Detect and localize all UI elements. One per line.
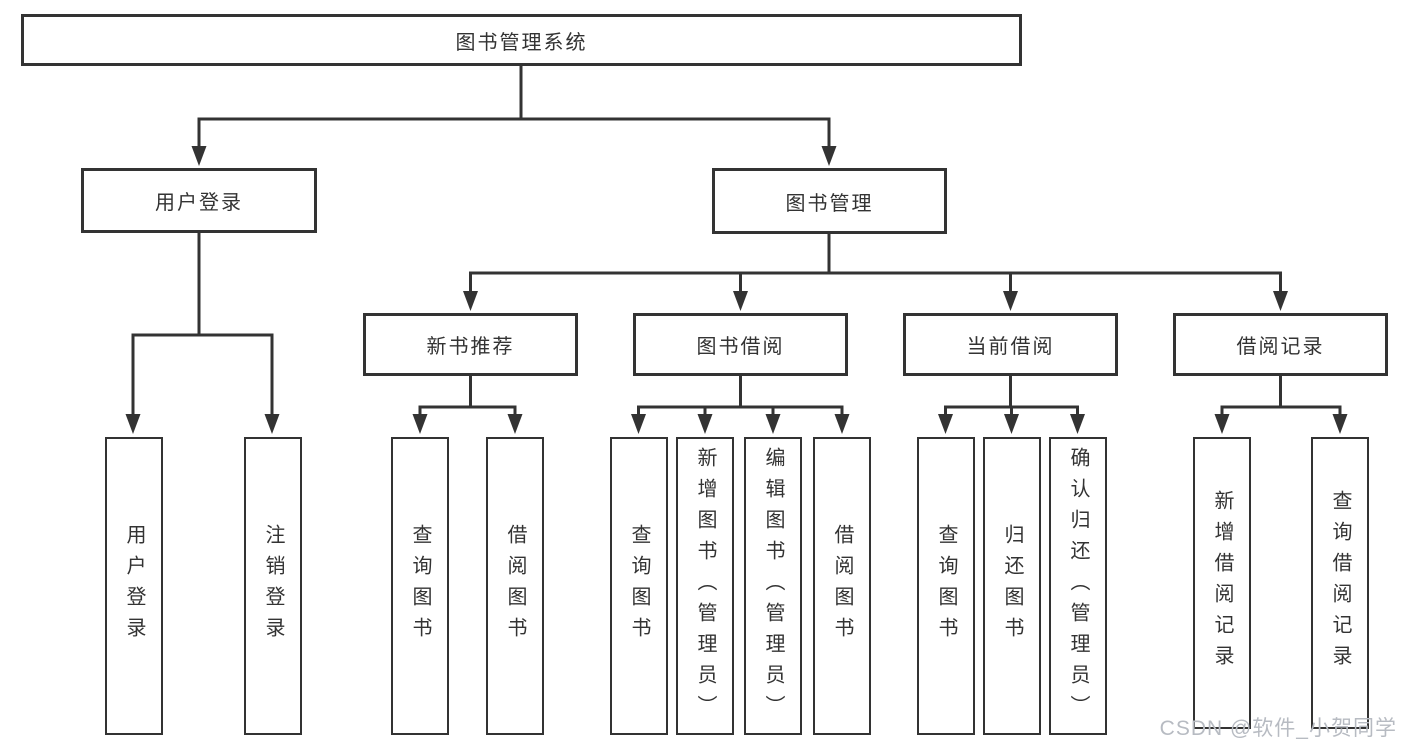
arrow-down-icon: [125, 414, 141, 434]
node-book-management: 图书管理: [712, 168, 947, 234]
arrow-down-icon: [1004, 414, 1019, 434]
arrow-down-icon: [697, 414, 713, 434]
leaf-query-books-1: 查询图书: [391, 437, 449, 735]
leaf-edit-books-admin: 编辑图书（管理员）: [744, 437, 802, 735]
connector-line: [637, 405, 844, 416]
leaf-label: 新增图书（管理员）: [694, 446, 716, 726]
leaf-label: 借阅图书: [504, 524, 526, 648]
leaf-logout: 注销登录: [244, 437, 302, 735]
arrow-down-icon: [1070, 414, 1085, 434]
arrow-down-icon: [1003, 291, 1018, 311]
arrow-down-icon: [507, 414, 523, 434]
connector-line: [1220, 405, 1342, 416]
leaf-add-books-admin: 新增图书（管理员）: [676, 437, 734, 735]
leaf-label: 注销登录: [262, 524, 284, 648]
connector-line: [418, 405, 517, 416]
node-label: 图书借阅: [696, 336, 785, 358]
node-user-login: 用户登录: [81, 168, 317, 233]
node-label: 图书管理: [785, 192, 874, 215]
node-new-book-recommendation: 新书推荐: [363, 313, 578, 376]
arrow-down-icon: [733, 291, 748, 311]
arrow-down-icon: [631, 414, 646, 434]
leaf-label: 新增借阅记录: [1211, 490, 1233, 676]
arrow-down-icon: [191, 146, 207, 166]
leaf-label: 查询图书: [628, 524, 650, 648]
leaf-borrow-books-2: 借阅图书: [813, 437, 871, 735]
leaf-query-books-2: 查询图书: [610, 437, 668, 735]
arrow-down-icon: [412, 414, 428, 434]
node-book-borrowing: 图书借阅: [633, 313, 848, 376]
arrow-down-icon: [938, 414, 953, 434]
node-label: 当前借阅: [966, 336, 1055, 358]
leaf-label: 用户登录: [123, 524, 145, 648]
leaf-label: 编辑图书（管理员）: [762, 446, 784, 726]
arrow-down-icon: [264, 414, 280, 434]
leaf-return-books: 归还图书: [983, 437, 1041, 735]
arrow-down-icon: [1332, 414, 1348, 434]
leaf-label: 确认归还（管理员）: [1067, 446, 1089, 726]
arrow-down-icon: [463, 291, 478, 311]
node-label: 图书管理系统: [455, 31, 588, 54]
connector-line: [469, 271, 1282, 293]
connector-line: [131, 333, 274, 416]
watermark-text: CSDN @软件_小贺同学: [1159, 717, 1397, 740]
leaf-label: 查询图书: [935, 524, 957, 648]
node-library-management-system: 图书管理系统: [21, 14, 1022, 66]
arrow-down-icon: [834, 414, 850, 434]
leaf-label: 归还图书: [1001, 524, 1023, 648]
leaf-label: 查询图书: [409, 524, 431, 648]
leaf-add-borrow-record: 新增借阅记录: [1193, 437, 1251, 729]
arrow-down-icon: [1273, 291, 1288, 311]
leaf-query-borrow-record: 查询借阅记录: [1311, 437, 1369, 729]
arrow-down-icon: [1214, 414, 1230, 434]
leaf-borrow-books-1: 借阅图书: [486, 437, 544, 735]
node-borrowing-records: 借阅记录: [1173, 313, 1388, 376]
leaf-query-books-3: 查询图书: [917, 437, 975, 735]
connector-line: [197, 117, 831, 148]
arrow-down-icon: [765, 414, 781, 434]
node-label: 新书推荐: [426, 336, 515, 358]
leaf-label: 查询借阅记录: [1329, 490, 1351, 676]
node-label: 用户登录: [155, 192, 243, 214]
leaf-label: 借阅图书: [831, 524, 853, 648]
node-label: 借阅记录: [1236, 336, 1325, 358]
node-current-borrowing: 当前借阅: [903, 313, 1118, 376]
leaf-user-login: 用户登录: [105, 437, 163, 735]
arrow-down-icon: [821, 146, 837, 166]
leaf-confirm-return-admin: 确认归还（管理员）: [1049, 437, 1107, 735]
